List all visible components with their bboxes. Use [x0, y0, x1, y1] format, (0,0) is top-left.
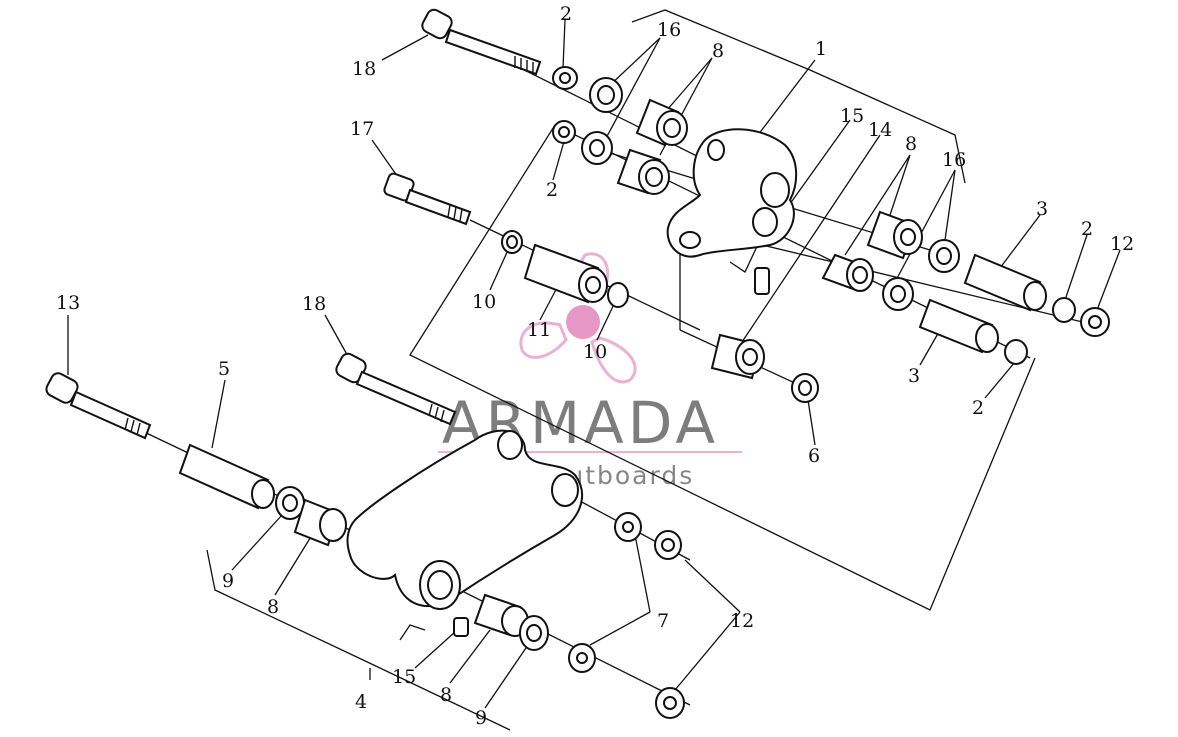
- callout-9: 9: [222, 570, 234, 592]
- sleeve-5: [178, 443, 275, 510]
- nut-12-lower: [655, 687, 685, 719]
- sleeve-11: [523, 243, 608, 304]
- link-arm-4: [346, 429, 584, 610]
- washer-7-lower: [568, 643, 596, 673]
- callout-15: 15: [840, 105, 864, 127]
- callout-14: 14: [868, 119, 892, 141]
- callout-11: 11: [527, 319, 551, 341]
- upper-assembly: [383, 8, 1110, 403]
- callout-2: 2: [972, 397, 984, 419]
- callout-8: 8: [905, 133, 917, 155]
- bushing-8-top-b: [616, 148, 670, 195]
- callout-4: 4: [355, 691, 367, 713]
- nut-12-right: [1080, 307, 1110, 337]
- washer-7-upper: [614, 512, 642, 542]
- callout-15: 15: [392, 666, 416, 688]
- callout-12: 12: [1110, 233, 1134, 255]
- bearing-16-right-b: [882, 277, 914, 311]
- bolt-13: [45, 372, 152, 440]
- spacer-2-right: [1052, 297, 1076, 323]
- callout-16: 16: [657, 19, 681, 41]
- callout-8: 8: [267, 596, 279, 618]
- bolt-18-upper: [421, 8, 542, 76]
- bearing-16-mid: [581, 131, 613, 165]
- callout-10: 10: [583, 341, 607, 363]
- callout-18: 18: [302, 293, 326, 315]
- callout-1: 1: [815, 38, 827, 60]
- callout-13: 13: [56, 292, 80, 314]
- bush-14: [710, 333, 765, 380]
- callout-labels: 2 16 8 1 18 17 2 15 14 8 16 3 2 12 10 11…: [56, 3, 1134, 729]
- sleeve-3-upper: [963, 253, 1047, 312]
- grease-nipple-15-low: [453, 617, 469, 637]
- callout-8: 8: [712, 40, 724, 62]
- bushing-8-top-a: [635, 98, 688, 147]
- lower-assembly: [45, 352, 685, 719]
- sleeve-3-lower: [918, 298, 999, 354]
- bolt-17: [383, 172, 472, 226]
- callout-leaders: [67, 19, 1121, 709]
- bushing-8-right-a: [866, 210, 923, 260]
- callout-16: 16: [942, 149, 966, 171]
- callout-9: 9: [475, 707, 487, 729]
- spacer-2-low: [1004, 339, 1028, 365]
- grease-nipple-15-top: [754, 267, 770, 295]
- callout-10: 10: [472, 291, 496, 313]
- bushing-8-left: [293, 498, 347, 547]
- bearing-9-low: [519, 615, 549, 651]
- bearing-16-top: [589, 77, 623, 113]
- callout-5: 5: [218, 358, 230, 380]
- bushing-8-right-b: [821, 253, 874, 292]
- callout-3: 3: [908, 365, 920, 387]
- bolt-18-lower: [335, 352, 457, 426]
- callout-18: 18: [352, 58, 376, 80]
- nut-6: [791, 373, 819, 403]
- washer-10-mid: [607, 282, 629, 308]
- callout-7: 7: [657, 610, 669, 632]
- callout-2: 2: [1081, 218, 1093, 240]
- callout-8: 8: [440, 684, 452, 706]
- bushing-8-low: [473, 593, 529, 637]
- nut-12-upper: [654, 530, 682, 560]
- bearing-16-right-a: [928, 239, 960, 273]
- swing-bracket-1: [666, 128, 798, 258]
- callout-3: 3: [1036, 198, 1048, 220]
- callout-6: 6: [808, 445, 820, 467]
- callout-12: 12: [730, 610, 754, 632]
- callout-17: 17: [350, 118, 374, 140]
- callout-2: 2: [546, 179, 558, 201]
- callout-2: 2: [560, 3, 572, 25]
- bearing-9-left: [275, 486, 305, 520]
